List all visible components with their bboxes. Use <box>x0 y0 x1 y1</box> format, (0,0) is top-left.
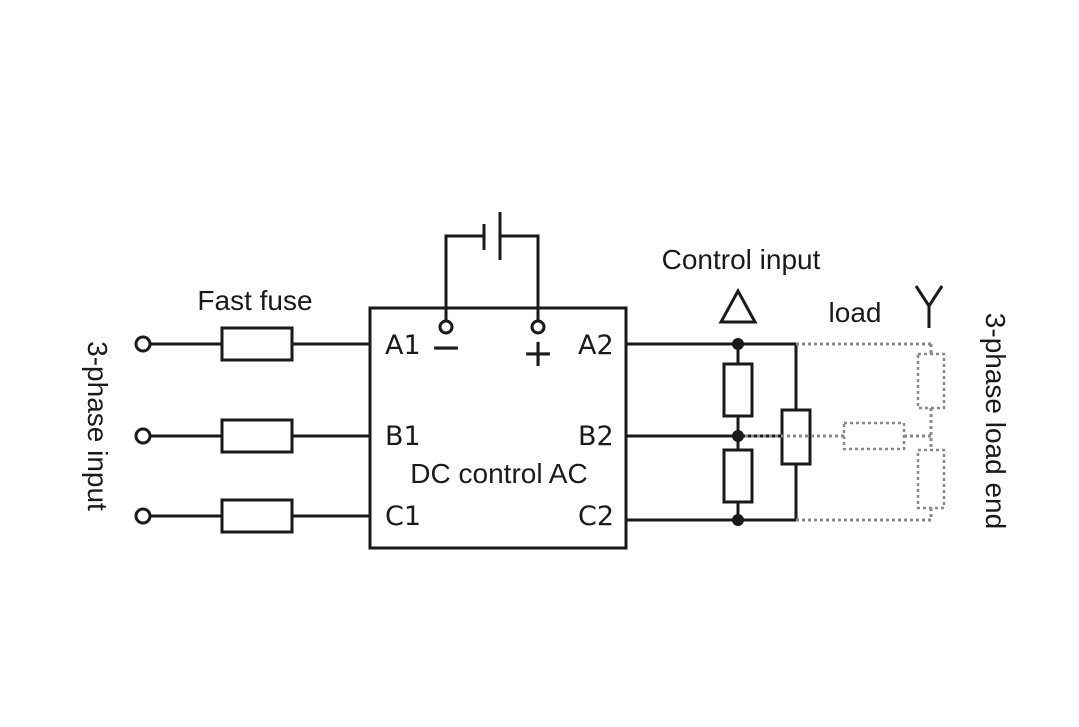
minus-sign: − <box>430 325 462 369</box>
battery-icon <box>438 212 546 335</box>
plus-sign: + <box>522 331 554 375</box>
control-terminal-minus <box>438 319 454 335</box>
ssr-module <box>368 306 628 550</box>
input-terminal-a <box>134 335 152 353</box>
delta-resistor-ab <box>722 362 754 418</box>
fuse-c <box>220 498 294 534</box>
input-line-c <box>134 498 370 534</box>
fuse-a <box>220 326 294 362</box>
fuse-b <box>220 418 294 454</box>
wye-symbol-icon <box>914 285 944 309</box>
control-input-label: Control input <box>662 244 821 275</box>
junction-dot-b <box>732 430 744 442</box>
terminal-c2-label: C2 <box>578 501 614 532</box>
three-phase-load-end-label: 3-phase load end <box>980 313 1011 529</box>
wye-load <box>745 342 946 522</box>
wye-resistor-b <box>842 421 906 451</box>
input-line-b <box>134 418 370 454</box>
three-phase-input-label: 3-phase input <box>82 341 113 511</box>
terminal-c1-label: C1 <box>385 501 421 532</box>
wye-resistor-a <box>916 352 946 410</box>
delta-symbol-icon <box>718 287 758 324</box>
load-label: load <box>829 297 882 328</box>
delta-resistor-bc <box>722 448 754 504</box>
terminal-b2-label: B2 <box>578 421 614 452</box>
input-terminal-b <box>134 427 152 445</box>
fast-fuse-label: Fast fuse <box>197 285 312 316</box>
input-line-a <box>134 326 370 362</box>
terminal-a2-label: A2 <box>578 330 614 361</box>
input-terminal-c <box>134 507 152 525</box>
junction-dot-a <box>732 338 744 350</box>
ssr-body-label: DC control AC <box>410 458 587 489</box>
terminal-a1-label: A1 <box>385 330 421 361</box>
wye-resistor-c <box>916 448 946 510</box>
delta-load <box>722 338 812 526</box>
junction-dot-c <box>732 514 744 526</box>
control-terminal-plus <box>530 319 546 335</box>
terminal-b1-label: B1 <box>385 421 421 452</box>
